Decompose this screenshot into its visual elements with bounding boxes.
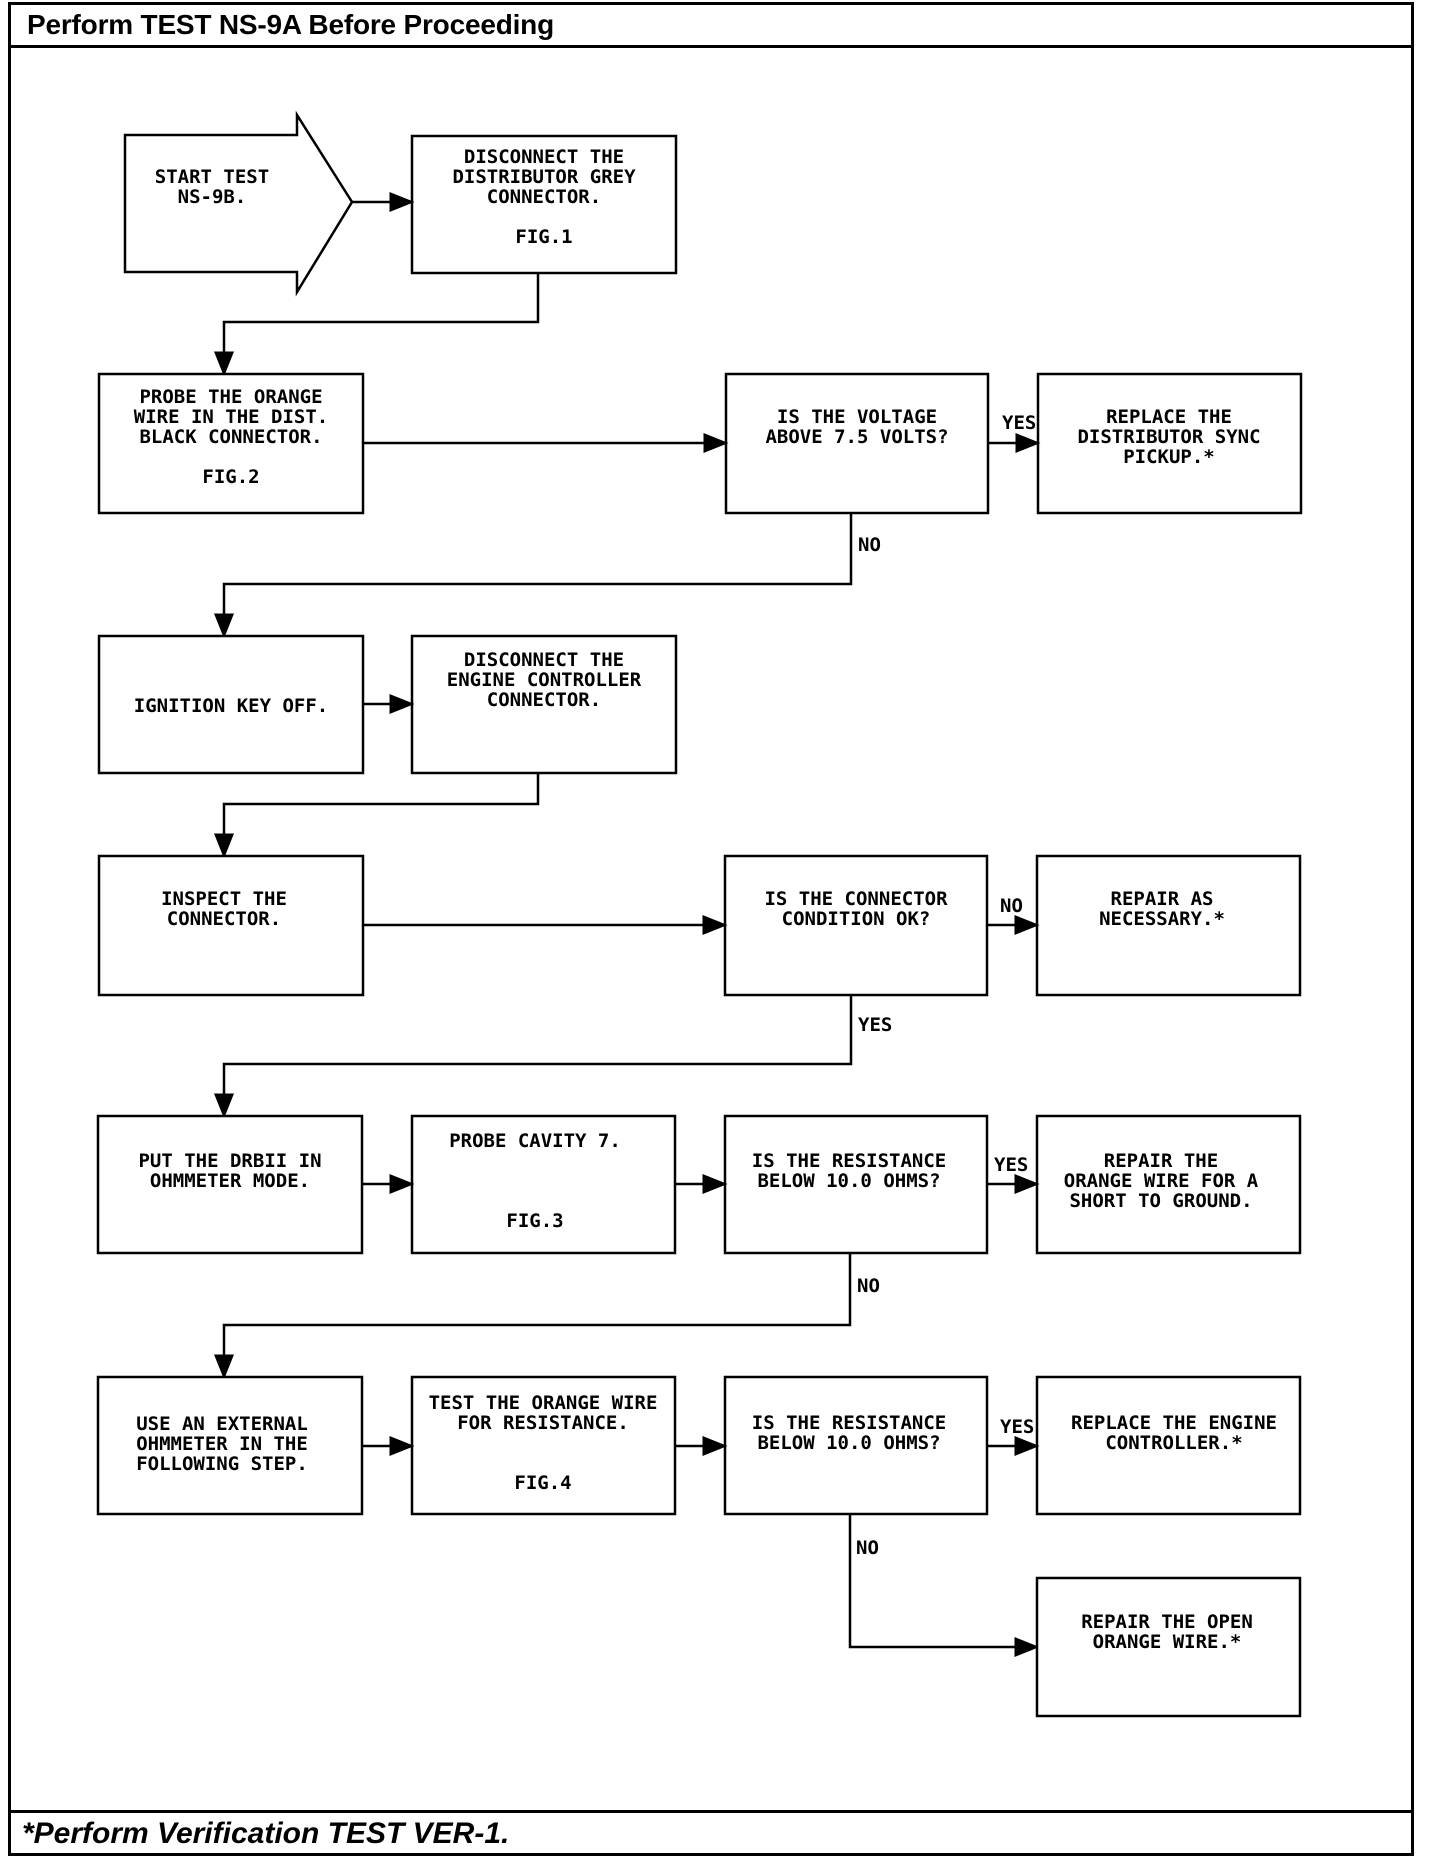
node-text-line: BLACK CONNECTOR.	[139, 426, 322, 448]
test-orange-box	[410, 1375, 677, 1516]
node-text-line: IS THE VOLTAGE	[777, 406, 937, 428]
node-text-line: CONNECTOR.	[487, 689, 601, 711]
node-text-line: FIG.4	[514, 1472, 571, 1494]
node-text-line: TEST THE ORANGE WIRE	[429, 1392, 658, 1414]
node-text-line: IGNITION KEY OFF.	[134, 695, 328, 717]
connector-disconnect-to-inspect	[214, 773, 540, 859]
no-label: NO	[856, 1537, 879, 1559]
resistance-decision-2-box	[723, 1375, 989, 1516]
replace-engine-box	[1035, 1375, 1302, 1516]
node-text-line: CONDITION OK?	[782, 908, 931, 930]
node-text-line: IS THE RESISTANCE	[752, 1150, 946, 1172]
no-label: NO	[1000, 895, 1023, 917]
node-text-line: FIG.1	[515, 226, 572, 248]
node-text-line: DISTRIBUTOR GREY	[452, 166, 636, 188]
page-title: Perform TEST NS-9A Before Proceeding	[8, 2, 1414, 48]
node-text-line: DISTRIBUTOR SYNC	[1077, 426, 1260, 448]
node-text-line: OHMMETER IN THE	[136, 1433, 308, 1455]
inspect-box	[97, 854, 365, 997]
connector-voltage-no	[214, 513, 853, 639]
yes-label: YES	[858, 1014, 892, 1036]
node-text-line: REPLACE THE	[1106, 406, 1232, 428]
node-text-line: ORANGE WIRE.*	[1093, 1631, 1242, 1653]
footer-note: *Perform Verification TEST VER-1.	[8, 1810, 1414, 1856]
connector-resistance-2-no	[848, 1514, 1040, 1657]
node-text-line: FOR RESISTANCE.	[457, 1412, 629, 1434]
disconnect-grey-box	[410, 134, 678, 275]
node-text-line: CONNECTOR.	[167, 908, 281, 930]
node-text-line: REPAIR THE OPEN	[1081, 1611, 1253, 1633]
node-text-line: PROBE THE ORANGE	[139, 386, 322, 408]
node-text-line: DISCONNECT THE	[464, 146, 624, 168]
node-text-line: SHORT TO GROUND.	[1069, 1190, 1252, 1212]
connector-connector-yes	[214, 995, 853, 1119]
node-text-line: REPLACE THE ENGINE	[1071, 1412, 1277, 1434]
node-text-line: INSPECT THE	[161, 888, 287, 910]
replace-sync-box	[1036, 372, 1303, 515]
node-text-line: FOLLOWING STEP.	[136, 1453, 308, 1475]
node-text-line: FIG.2	[202, 466, 259, 488]
node-text-line: PROBE CAVITY 7.	[449, 1130, 621, 1152]
node-text-line: PUT THE DRBII IN	[138, 1150, 321, 1172]
connector-resistance-1-no	[214, 1253, 852, 1380]
connector-disconnect-to-probe	[214, 273, 540, 377]
ignition-off-node: IGNITION KEY OFF.	[134, 695, 328, 717]
node-text-line: START TEST	[155, 166, 269, 188]
ignition-off-box	[97, 634, 365, 775]
node-text-line: WIRE IN THE DIST.	[134, 406, 328, 428]
node-text-line: ENGINE CONTROLLER	[447, 669, 642, 691]
node-text-line: DISCONNECT THE	[464, 649, 624, 671]
node-text-line: IS THE RESISTANCE	[752, 1412, 946, 1434]
node-text-line: FIG.3	[506, 1210, 563, 1232]
node-text-line: REPAIR AS	[1111, 888, 1214, 910]
node-text-line: PICKUP.*	[1123, 446, 1215, 468]
use-external-box	[96, 1375, 364, 1516]
node-text-line: OHMMETER MODE.	[150, 1170, 310, 1192]
yes-label: YES	[1002, 412, 1036, 434]
node-text-line: CONNECTOR.	[487, 186, 601, 208]
node-text-line: BELOW 10.0 OHMS?	[757, 1170, 940, 1192]
node-text-line: ORANGE WIRE FOR A	[1064, 1170, 1259, 1192]
yes-label: YES	[1000, 1416, 1034, 1438]
repair-open-box	[1035, 1576, 1302, 1718]
no-label: NO	[858, 534, 881, 556]
no-label: NO	[857, 1275, 880, 1297]
node-text-line: IS THE CONNECTOR	[764, 888, 948, 910]
node-text-line: ABOVE 7.5 VOLTS?	[765, 426, 948, 448]
yes-label: YES	[994, 1154, 1028, 1176]
disconnect-engine-box	[410, 634, 678, 775]
probe-cavity-node: PROBE CAVITY 7. FIG.3	[449, 1130, 621, 1232]
start-arrow-shape	[123, 110, 354, 297]
node-text-line: NECESSARY.*	[1099, 908, 1225, 930]
repair-short-box	[1035, 1114, 1302, 1255]
node-text-line: CONTROLLER.*	[1105, 1432, 1242, 1454]
node-text-line: REPAIR THE	[1104, 1150, 1218, 1172]
node-text-line: BELOW 10.0 OHMS?	[757, 1432, 940, 1454]
node-text-line: NS-9B.	[178, 186, 247, 208]
node-text-line: USE AN EXTERNAL	[136, 1413, 308, 1435]
probe-orange-box	[97, 372, 365, 515]
